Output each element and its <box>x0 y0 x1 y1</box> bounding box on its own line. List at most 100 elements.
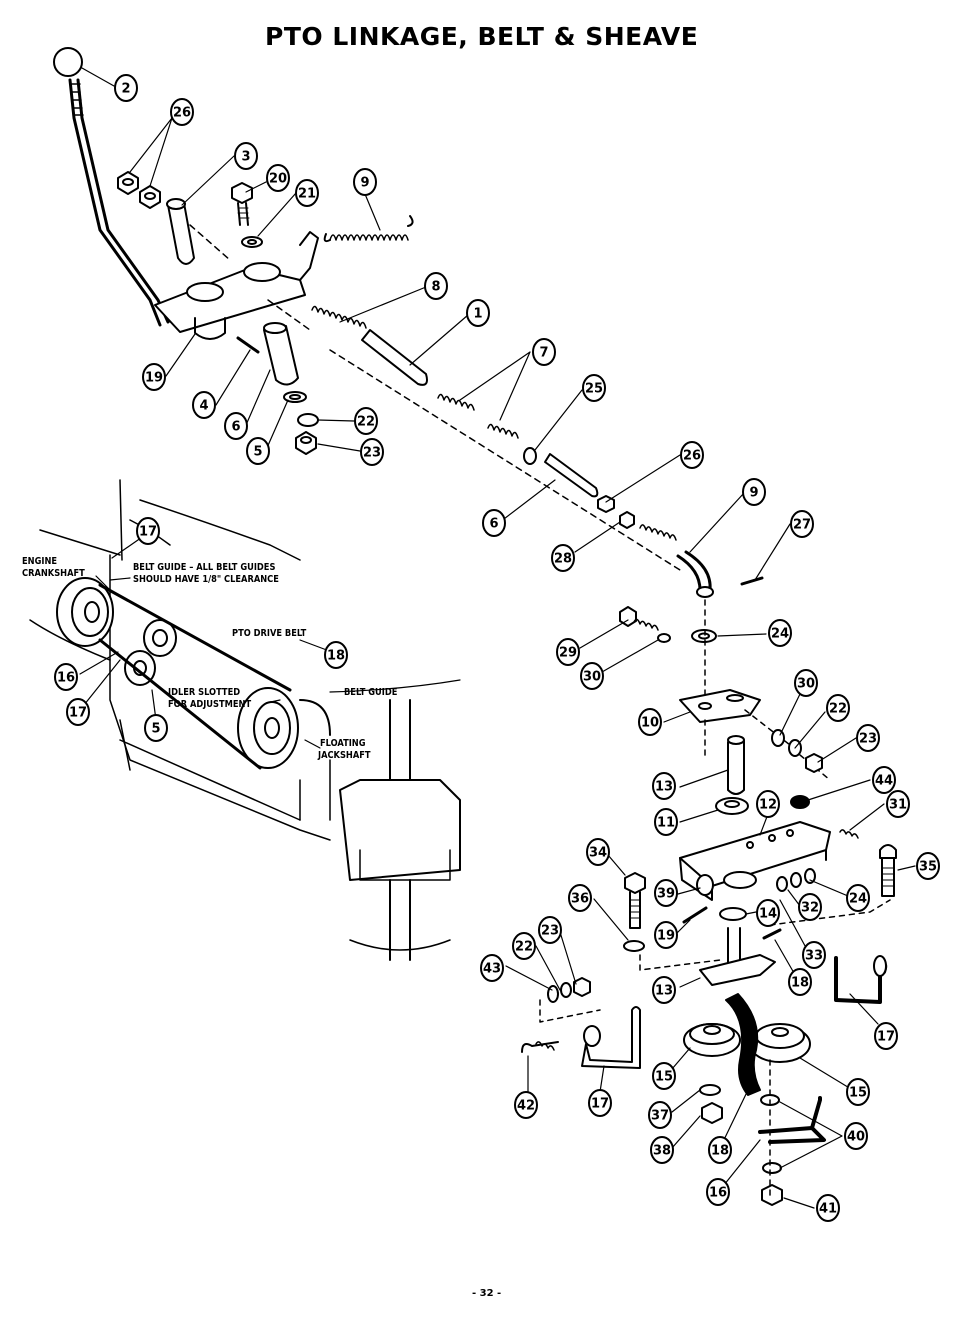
callout-label: 38 <box>653 1144 671 1159</box>
clevis-bolt <box>619 606 717 643</box>
washer-stack-upper <box>283 391 319 455</box>
callout-18: 18 <box>788 968 812 996</box>
callout-37: 37 <box>648 1101 672 1129</box>
callout-label: 23 <box>363 446 381 461</box>
pto-rod-assembly <box>311 305 764 598</box>
callout-label: 22 <box>515 940 533 955</box>
callout-label: 30 <box>797 677 815 692</box>
callout-43: 43 <box>480 954 504 982</box>
callout-label: 23 <box>859 732 877 747</box>
callout-26: 26 <box>680 441 704 469</box>
callout-39: 39 <box>654 879 678 907</box>
callout-8: 8 <box>424 272 448 300</box>
callout-label: 19 <box>657 929 675 944</box>
callout-label: 2 <box>121 82 130 97</box>
callout-14: 14 <box>756 899 780 927</box>
label-belt-guide: BELT GUIDE <box>344 687 398 698</box>
callout-label: 15 <box>849 1086 867 1101</box>
leader-lines <box>79 67 916 1209</box>
callout-label: 11 <box>657 816 675 831</box>
bracket-fasteners <box>790 795 859 839</box>
jam-nuts <box>776 868 816 892</box>
callout-18: 18 <box>708 1136 732 1164</box>
callout-13: 13 <box>652 772 676 800</box>
callout-20: 20 <box>266 164 290 192</box>
label-for-adjustment: FOR ADJUSTMENT <box>168 699 252 710</box>
callout-label: 14 <box>759 907 777 922</box>
label-jackshaft: JACKSHAFT <box>318 750 371 761</box>
assembly-centerline <box>189 224 681 571</box>
callout-16: 16 <box>54 663 78 691</box>
callout-label: 23 <box>541 924 559 939</box>
callout-label: 13 <box>655 984 673 999</box>
callout-9: 9 <box>742 478 766 506</box>
label-floating: FLOATING <box>320 738 366 749</box>
washer-stack-lower-left <box>547 977 591 1003</box>
callout-label: 42 <box>517 1099 535 1114</box>
callout-label: 31 <box>889 798 907 813</box>
callout-18: 18 <box>324 641 348 669</box>
callout-30: 30 <box>580 662 604 690</box>
callout-12: 12 <box>756 790 780 818</box>
mounting-bracket <box>679 821 831 901</box>
callout-9: 9 <box>353 168 377 196</box>
callout-27: 27 <box>790 510 814 538</box>
label-belt-guide-note-1: BELT GUIDE – ALL BELT GUIDES <box>133 562 276 573</box>
callout-label: 6 <box>489 517 498 532</box>
callout-label: 20 <box>269 172 287 187</box>
carriage-bolt-right <box>879 844 897 897</box>
callout-label: 17 <box>69 706 87 721</box>
callout-35: 35 <box>916 852 940 880</box>
callout-17: 17 <box>136 517 160 545</box>
callout-label: 16 <box>709 1186 727 1201</box>
callout-label: 40 <box>847 1130 865 1145</box>
callout-label: 13 <box>655 780 673 795</box>
callout-19: 19 <box>654 921 678 949</box>
callout-label: 36 <box>571 892 589 907</box>
callout-label: 17 <box>591 1097 609 1112</box>
callout-label: 5 <box>253 445 262 460</box>
callout-label: 44 <box>875 774 893 789</box>
callout-26: 26 <box>170 98 194 126</box>
lever-bushing <box>236 322 299 386</box>
callout-41: 41 <box>816 1194 840 1222</box>
belt-guide-lower-left <box>521 1006 641 1069</box>
callout-36: 36 <box>568 884 592 912</box>
label-belt-guide-note-2: SHOULD HAVE 1/8" CLEARANCE <box>133 574 279 585</box>
callout-23: 23 <box>856 724 880 752</box>
callout-40: 40 <box>844 1122 868 1150</box>
callout-label: 29 <box>559 646 577 661</box>
callout-label: 27 <box>793 518 811 533</box>
callout-2: 2 <box>114 74 138 102</box>
label-engine: ENGINE <box>22 556 58 567</box>
callout-15: 15 <box>652 1062 676 1090</box>
callout-label: 7 <box>539 346 548 361</box>
callout-label: 17 <box>877 1030 895 1045</box>
callout-34: 34 <box>586 838 610 866</box>
callout-label: 22 <box>357 415 375 430</box>
callout-label: 39 <box>657 887 675 902</box>
callout-42: 42 <box>514 1091 538 1119</box>
callout-label: 3 <box>241 150 250 165</box>
callout-label: 24 <box>849 892 867 907</box>
label-pto-drive-belt: PTO DRIVE BELT <box>232 628 307 639</box>
callout-17: 17 <box>66 698 90 726</box>
belt-routing-inset <box>29 479 461 961</box>
callout-6: 6 <box>224 412 248 440</box>
drive-sheaves <box>683 993 811 1096</box>
callout-label: 9 <box>360 176 369 191</box>
callout-label: 33 <box>805 949 823 964</box>
callout-44: 44 <box>872 766 896 794</box>
callout-label: 34 <box>589 846 607 861</box>
callout-label: 18 <box>711 1144 729 1159</box>
callout-label: 16 <box>57 671 75 686</box>
label-crankshaft: CRANKSHAFT <box>22 568 85 579</box>
callout-label: 24 <box>771 627 789 642</box>
callout-label: 4 <box>199 399 208 414</box>
callout-5: 5 <box>246 437 270 465</box>
callout-label: 25 <box>585 382 603 397</box>
callout-5: 5 <box>144 714 168 742</box>
